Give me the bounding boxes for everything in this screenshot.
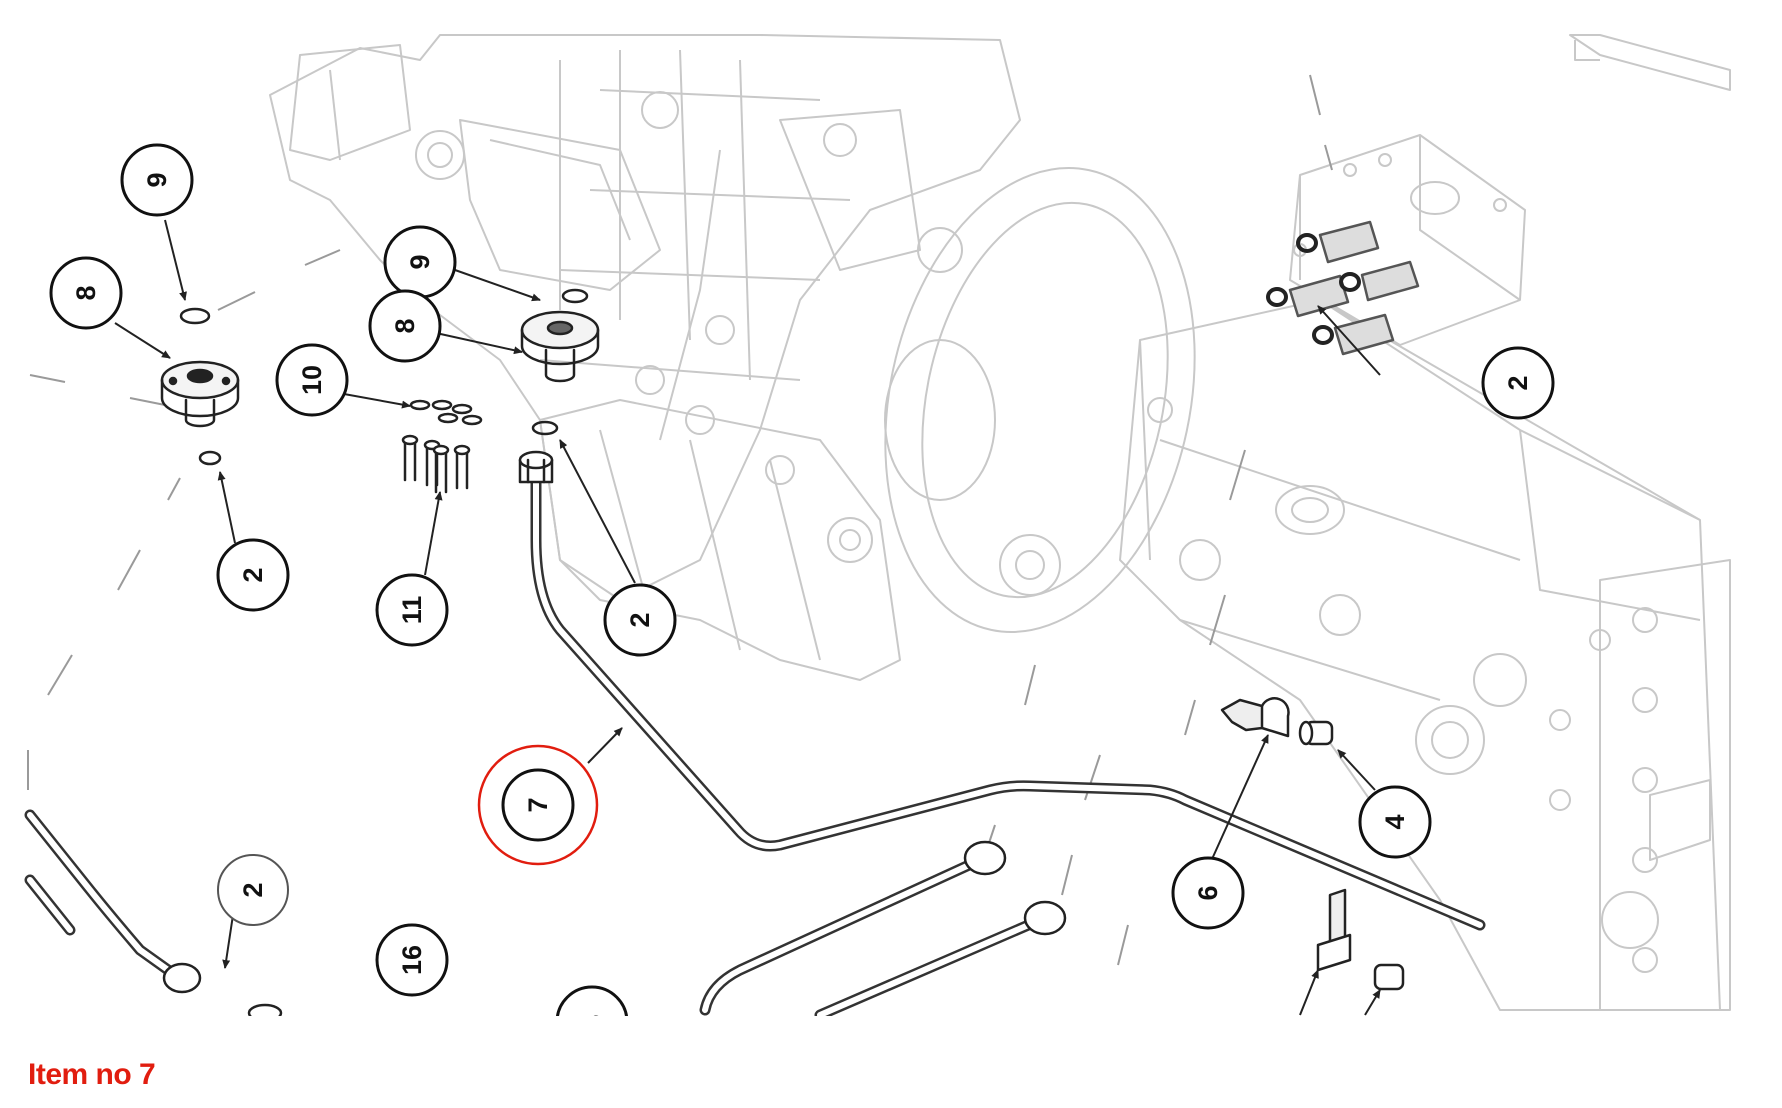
- callouts: 9 8 2 9 8 10 11 2: [49, 143, 1555, 1020]
- manifold-fittings: [1266, 220, 1420, 356]
- svg-text:11: 11: [397, 596, 427, 625]
- callout-2-left: 2: [216, 538, 290, 612]
- svg-text:4: 4: [1380, 814, 1410, 829]
- callout-2-manifold: 2: [1481, 346, 1555, 420]
- foreground-parts: [24, 220, 1486, 1020]
- svg-text:10: 10: [297, 365, 327, 395]
- svg-text:16: 16: [397, 945, 427, 975]
- leader-arrows: [114, 219, 1381, 1016]
- callout-3-partial: 3: [555, 985, 629, 1020]
- centre-lines: [27, 74, 1333, 966]
- svg-text:2: 2: [1503, 375, 1533, 390]
- svg-text:2: 2: [238, 567, 268, 582]
- item-caption: Item no 7: [28, 1058, 156, 1091]
- callout-8-left: 8: [49, 256, 123, 330]
- svg-text:9: 9: [142, 172, 172, 187]
- callout-8-centre: 8: [368, 289, 442, 363]
- svg-text:8: 8: [71, 285, 101, 300]
- washer-left-bottom: [198, 450, 222, 466]
- callout-11: 11: [375, 573, 449, 647]
- callout-7-highlighted: 7: [477, 744, 599, 866]
- highlight-ring: [477, 744, 599, 866]
- callout-9-centre: 9: [383, 225, 457, 299]
- callout-16: 16: [375, 923, 449, 997]
- callout-2-centre: 2: [603, 583, 677, 657]
- flange-centre: [520, 310, 600, 383]
- clamp-lower: [1316, 888, 1405, 991]
- callout-2-lower-left: 2: [217, 854, 289, 926]
- callout-6: 6: [1171, 856, 1245, 930]
- exploded-parts-diagram: 9 8 2 9 8 10 11 2: [0, 34, 1782, 1020]
- washer-left-top: [179, 307, 211, 325]
- callout-9-left: 9: [120, 143, 194, 217]
- flange-left: [160, 360, 240, 428]
- svg-text:2: 2: [238, 882, 268, 897]
- washer-centre: [561, 288, 589, 304]
- pipe-item-7: [518, 450, 1486, 931]
- clamp-middle: [1220, 697, 1334, 746]
- callout-10: 10: [275, 343, 349, 417]
- lower-pipes: [24, 809, 1067, 1020]
- drawing-bottom-mask: [0, 1016, 1782, 1020]
- svg-text:2: 2: [625, 612, 655, 627]
- svg-text:8: 8: [390, 318, 420, 333]
- engine-transmission-background: [269, 34, 1731, 1011]
- svg-text:7: 7: [523, 797, 553, 812]
- callout-4: 4: [1358, 785, 1432, 859]
- svg-text:9: 9: [405, 254, 435, 269]
- svg-text:6: 6: [1193, 885, 1223, 900]
- bolts: [401, 434, 471, 494]
